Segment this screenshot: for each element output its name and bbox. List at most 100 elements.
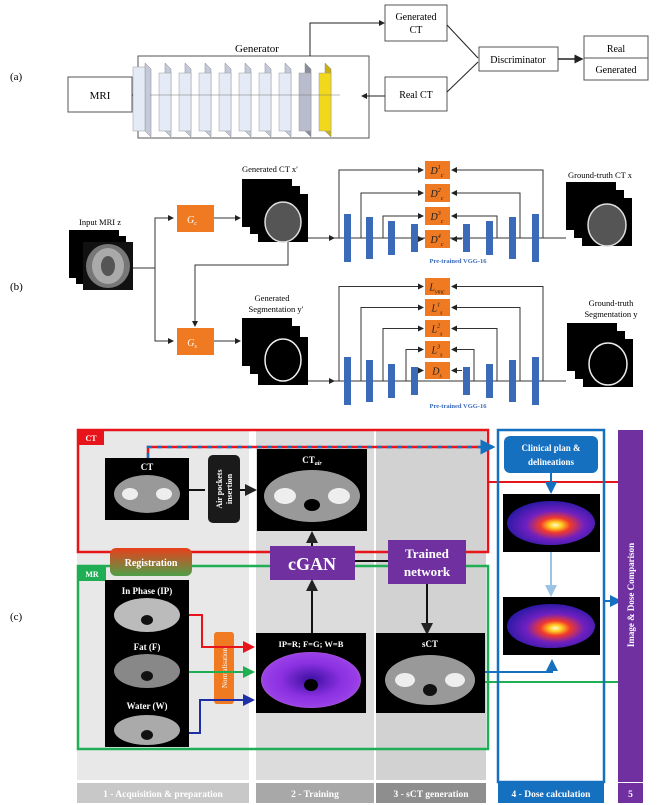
gt-ct-label: Ground-truth CT x <box>568 170 633 180</box>
skip-arrow-left <box>382 213 424 238</box>
panel-c: (c) CT CT Air pockets insertion CTair <box>10 428 643 803</box>
stage-label: 4 - Dose calculation <box>512 790 592 800</box>
cgan-box <box>270 546 355 580</box>
loss-block-label: Lvmc <box>428 283 445 296</box>
stage-label-box <box>77 783 249 803</box>
generator-layer <box>158 72 172 132</box>
gt-seg-stack <box>567 323 633 387</box>
gs-block <box>177 328 214 355</box>
loss-block <box>425 341 450 358</box>
air-pockets-box <box>208 455 240 523</box>
vgg-layer-bar <box>463 224 470 252</box>
mr-tag-label: MR <box>85 570 99 579</box>
water-center <box>141 730 153 740</box>
generator-layer <box>178 72 192 132</box>
generated-ct-line2: CT <box>410 25 423 36</box>
stage-label: 1 - Acquisition & preparation <box>103 790 223 800</box>
loss-block-label: D1c <box>430 165 444 179</box>
stage3-bg <box>376 430 486 780</box>
registration-box <box>110 548 192 576</box>
sct-to-dose-arrow <box>485 659 558 673</box>
stage-labels: 1 - Acquisition & preparation 2 - Trainin… <box>77 783 643 803</box>
generator-box <box>137 55 370 139</box>
panel-a: (a) MRI Generator Generated CT Real CT D… <box>10 4 649 139</box>
ip-arrow <box>189 614 255 653</box>
loss-block-label: L1s <box>431 303 444 317</box>
panel-b-label: (b) <box>10 281 23 293</box>
vgg-layer-bar <box>411 367 418 395</box>
fused-label: IP=R; F=G; W=B <box>279 639 344 649</box>
in-phase-label: In Phase (IP) <box>122 586 173 596</box>
vgg-layer-bar <box>366 360 373 402</box>
skip-arrow-left <box>360 304 424 381</box>
stage-label: 2 - Training <box>291 790 339 800</box>
vgg-layer-bar <box>344 214 351 262</box>
stage-label-box <box>618 783 643 803</box>
skip-arrow-right <box>451 190 521 238</box>
clinical-line1: Clinical plan & <box>521 443 581 453</box>
normalisation-box <box>214 632 234 704</box>
loss-block <box>425 278 450 295</box>
gen-to-disc-line <box>446 24 479 59</box>
skip-arrow-right <box>451 167 544 238</box>
gt-ct-stack <box>566 182 632 247</box>
gs-label: Gs <box>187 338 197 350</box>
fat-label: Fat (F) <box>134 642 161 652</box>
normalisation-label: Normalisation <box>221 647 229 688</box>
generator-layer <box>198 72 212 132</box>
vgg-layer-bar <box>509 217 516 259</box>
loss-block <box>425 299 450 316</box>
generator-layer <box>132 66 146 132</box>
loss-block-label: D3c <box>430 211 444 225</box>
generator-to-generated-arrow <box>309 20 385 56</box>
loss-block-label: L2s <box>431 324 444 338</box>
dose-map-1-fill <box>507 501 595 545</box>
ct-bone-right <box>156 488 172 500</box>
generator-layer <box>258 72 272 132</box>
comparison-label: Image & Dose Comparison <box>626 543 636 647</box>
gc-label: Gc <box>187 215 197 227</box>
ct-tag-label: CT <box>85 434 97 443</box>
air-pocket <box>304 499 320 511</box>
mri-label: MRI <box>90 90 111 102</box>
water-label: Water (W) <box>126 701 167 711</box>
loss-block <box>425 362 450 379</box>
loss-block-label: D2c <box>430 188 444 202</box>
generator-label: Generator <box>235 43 279 55</box>
loss-block-label: D4c <box>430 233 444 248</box>
generated-seg-stack <box>242 318 308 385</box>
generated-ct-stack <box>242 179 308 243</box>
gen-seg-line2: Segmentation y′ <box>249 304 304 314</box>
generator-layers <box>132 62 340 138</box>
sct-center <box>423 684 437 696</box>
sct-bone-right <box>445 673 465 687</box>
vgg-layer-bar <box>486 221 493 255</box>
stage-label-box <box>498 783 604 803</box>
mri-box <box>67 76 133 113</box>
vgg-layer-bar <box>532 357 539 405</box>
fat-center <box>141 671 153 681</box>
ct-body <box>114 475 180 513</box>
skip-arrow-right <box>451 325 498 381</box>
stage-label: 3 - sCT generation <box>393 790 469 800</box>
generator-layer <box>298 72 312 132</box>
cgan-label: cGAN <box>288 554 336 574</box>
panel-a-label: (a) <box>10 71 23 83</box>
vgg-layer-bar <box>388 364 395 398</box>
stage-label: 5 <box>628 790 633 800</box>
vgg-layer-bar <box>463 367 470 395</box>
trained-line1: Trained <box>405 546 450 561</box>
trained-line2: network <box>404 564 451 579</box>
skip-arrow-left <box>338 283 424 381</box>
sct-body <box>385 655 475 705</box>
generator-layer <box>238 72 252 132</box>
generator-layer <box>278 72 292 132</box>
air-pockets-line1: Air pockets <box>215 469 224 508</box>
water-arrow <box>189 694 255 734</box>
vgg-top-label: Pre-trained VGG-16 <box>430 258 488 265</box>
clinical-line2: delineations <box>528 457 575 467</box>
real-ct-box <box>384 76 448 112</box>
sct-bone-left <box>395 673 415 687</box>
loss-block <box>425 184 450 202</box>
